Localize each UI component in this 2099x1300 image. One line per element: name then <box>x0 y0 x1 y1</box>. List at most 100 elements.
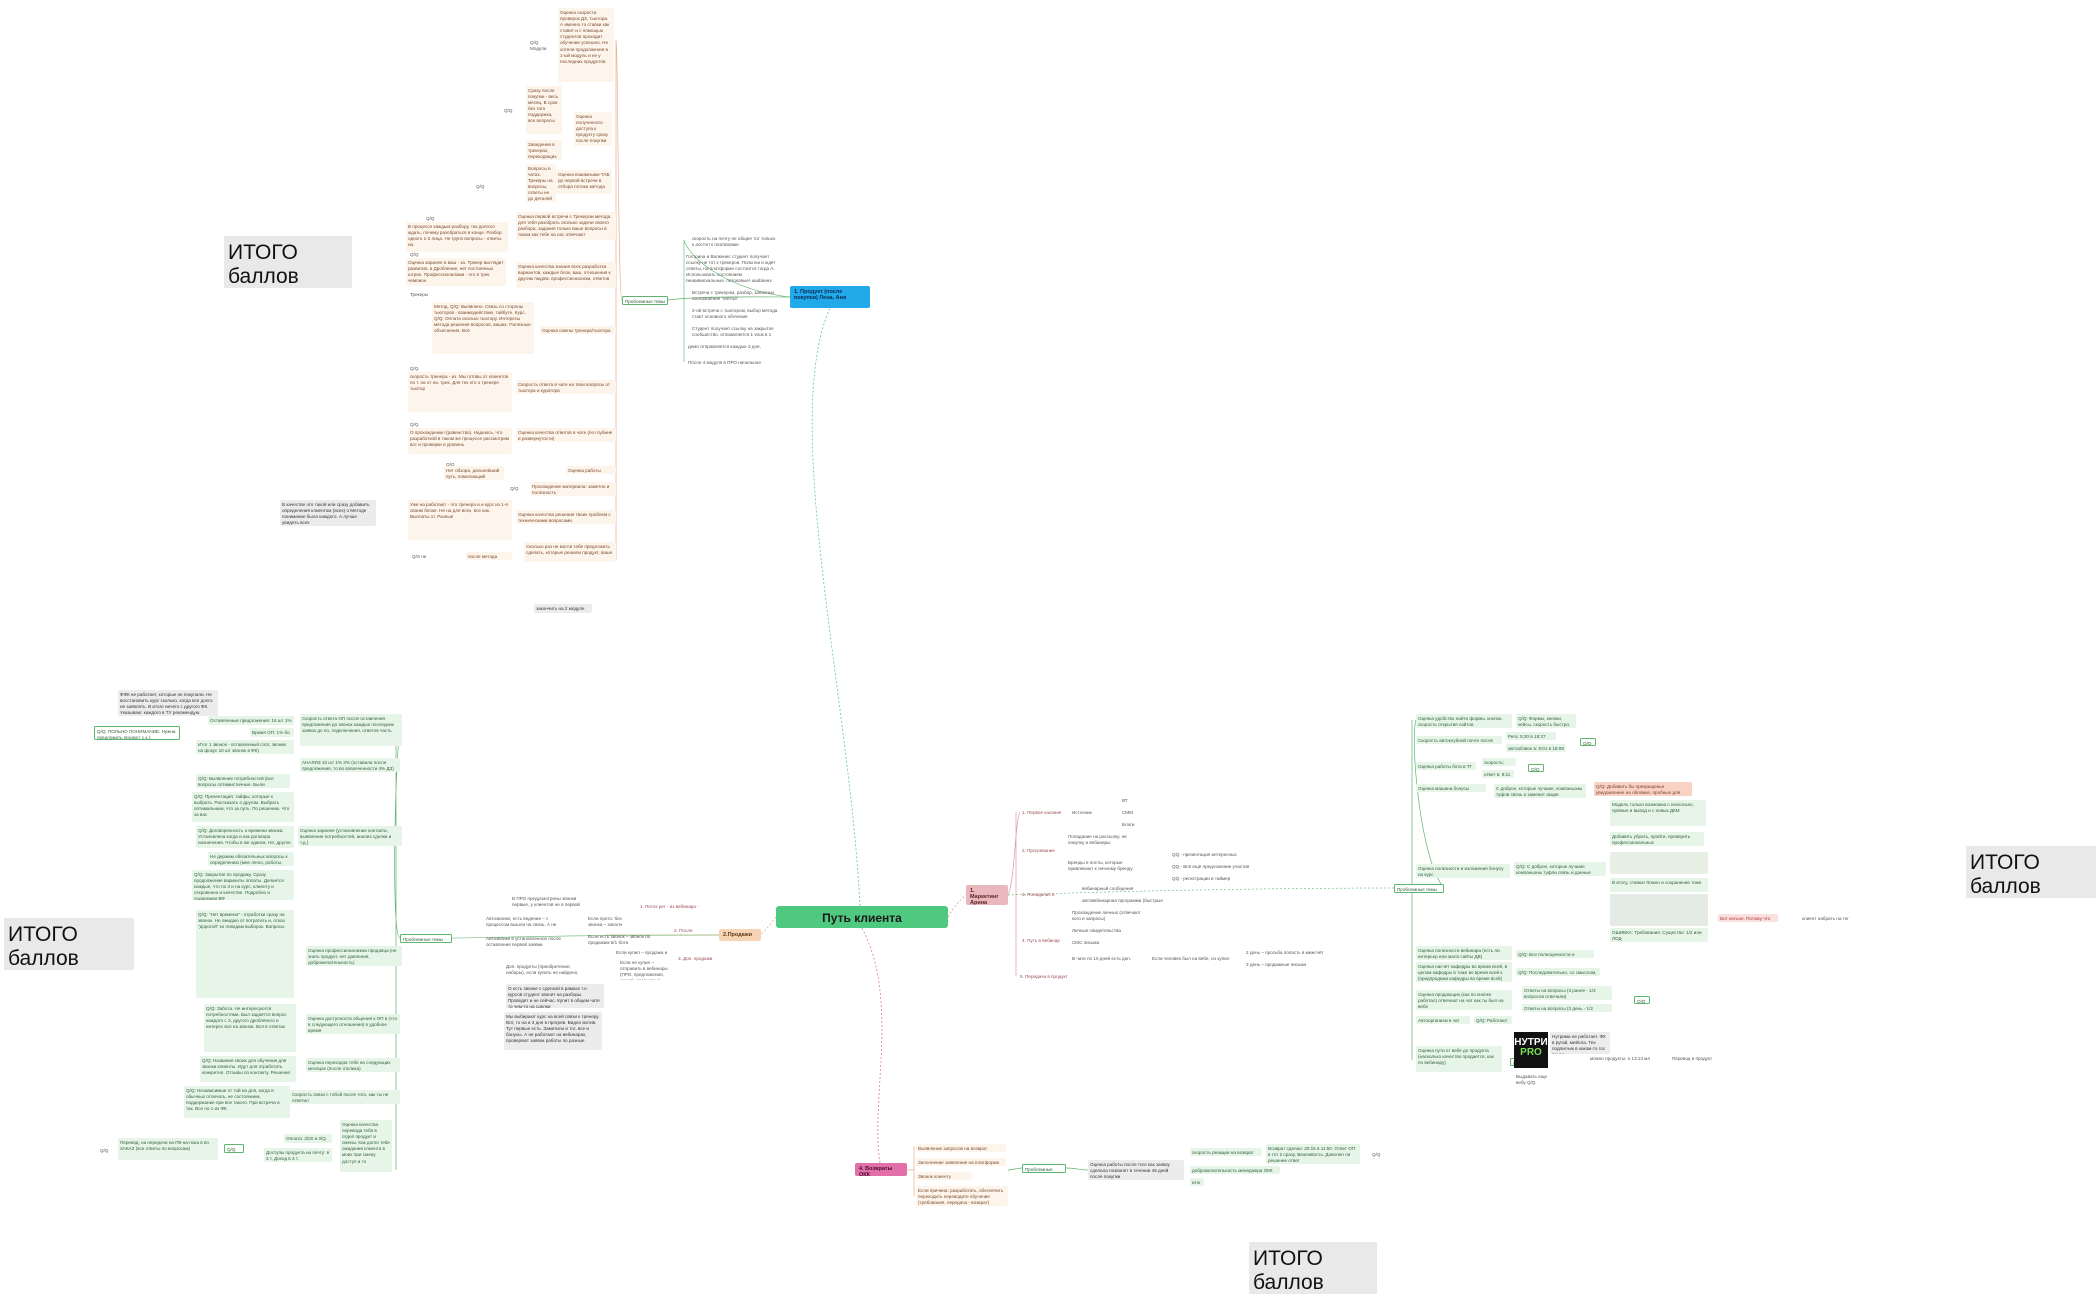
branch-refunds[interactable]: 4. Возвраты ОКК <box>855 1163 907 1178</box>
left-row-10[interactable]: Q/Q: "Нет времени" - отработки сразу на … <box>196 910 294 998</box>
product-a-5[interactable]: Вопросы в чатах. Трекеры на вопросы, отв… <box>526 164 556 202</box>
branch-product[interactable]: 1. Продукт (после покупки) Лена, Аня <box>790 286 870 308</box>
right-item-12-value[interactable]: Ответы на вопросы (3 день - 1/2 ответов) <box>1522 1004 1612 1012</box>
product-q-1[interactable]: Q/Q Модули <box>530 39 547 51</box>
right-item-10[interactable]: Оценка насчёт кафедры во время всей, в ц… <box>1416 962 1512 982</box>
right-bottom-extra-2[interactable]: можно продукты: н 13:13 мл <box>1590 1055 1651 1061</box>
right-item-11-value[interactable]: Ответы на вопросы (3 ранее - 1/3 вопросо… <box>1522 986 1612 1000</box>
product-a-2[interactable]: Сразу после покупки - весь месяц. В срок… <box>526 86 562 134</box>
mkt-item-22[interactable]: 3 день – продажные письма <box>1246 961 1307 967</box>
right-item-8[interactable]: Оценка полезности и изложения бонусу на … <box>1416 864 1510 878</box>
left-row-5-value[interactable]: Оценка заранее (установление контакта, в… <box>298 826 402 846</box>
product-q-17[interactable]: Q/Q <box>446 461 455 467</box>
sales-note-2[interactable]: Мы выбирают курс на всей связи к тренеру… <box>504 1012 602 1050</box>
mkt-item-8[interactable]: Бренды и посты, которые привлекают к лич… <box>1068 859 1133 873</box>
sales-item-9[interactable]: Если купил – продажа и продукт <box>616 949 668 958</box>
product-note-1[interactable]: скорость на почту не общее тот только к … <box>692 235 776 247</box>
product-note-5[interactable]: Студент получает ссылку на закрытое сооб… <box>692 325 774 337</box>
mkt-item-12[interactable]: 3. Попадание в вебинар <box>1022 891 1055 899</box>
mkt-item-13[interactable]: вебинарный сообщения <box>1082 885 1134 891</box>
left-outline-note[interactable]: Q/Q: ПОЛЬНО ПОНИМАНИЕ: Нужна предложить … <box>94 726 180 740</box>
left-row-1[interactable]: Оставленные предложения: 16 шт 1% ДЗ <box>208 716 294 725</box>
right-item-13-value[interactable]: Q/Q: Работают <box>1474 1016 1512 1024</box>
product-a-17[interactable]: Нет обзора, дальнейший путь, помогающий … <box>444 466 504 480</box>
mkt-item-4[interactable]: СММ <box>1122 809 1133 815</box>
left-row-8[interactable]: Не держим обязательных вопросы к определ… <box>208 852 294 866</box>
left-score-1[interactable]: Оценка профессионализма продавца (не зна… <box>306 946 402 966</box>
right-item-4-value[interactable]: скорость: 8:01 <box>1482 758 1516 766</box>
right-bottom-extra-3[interactable]: Перевод в продукт ОП <box>1672 1055 1713 1063</box>
product-gray-note[interactable]: В качестве это такой или сразу добавить … <box>280 500 376 526</box>
product-a-23[interactable]: Сколько раз не могли тебе предложить сде… <box>524 542 616 562</box>
sales-item-5[interactable]: Автозвонки в установленное после оставле… <box>486 935 561 947</box>
refund-q[interactable]: Q/Q <box>1372 1151 1381 1157</box>
left-key-topics[interactable]: Проблемные темы <box>400 934 452 943</box>
product-a-20[interactable]: Уже на работают - это тренера и и курс и… <box>408 500 512 540</box>
product-q-5[interactable]: Q/Q <box>476 183 485 189</box>
mkt-item-16[interactable]: Прохождение личных (отвечают кого и запр… <box>1072 909 1141 921</box>
right-item-14-value[interactable]: Нутрима не работает. ФК в ругай, мейпла.… <box>1550 1032 1610 1054</box>
right-extra-note[interactable]: клиент набрать на тег <box>1802 915 1849 921</box>
refund-item-2[interactable]: Заполнение заявления на платформе <box>916 1158 1006 1166</box>
branch-marketing[interactable]: 1. Маркетинг Арина <box>966 885 1008 906</box>
product-a-1[interactable]: Оценка скорости проверок ДЗ, тьютора. А … <box>558 8 614 82</box>
left-row-7[interactable]: Q/Q: Договоренность о времени звонка: Ус… <box>196 826 294 848</box>
refund-sub-2[interactable]: доброжелательность менеджера ОКК <box>1190 1166 1280 1174</box>
left-row-1-value[interactable]: Скорость ответа ОП после оставления пред… <box>300 714 402 746</box>
mkt-item-11[interactable]: QQ - регистрации в таймер <box>1172 875 1231 881</box>
right-item-4[interactable]: Оценка работы бота в ТГ <box>1416 762 1476 770</box>
mkt-item-7[interactable]: Попадание на рассылку. не покупку и веби… <box>1068 833 1127 845</box>
left-row-11[interactable]: Q/Q: Забота. Не интересуются потребностя… <box>204 1004 296 1052</box>
right-item-14[interactable]: Оценка пути от вебе до продукта (насколь… <box>1416 1046 1502 1072</box>
right-small-link-2[interactable]: Q/Q <box>1528 764 1544 772</box>
left-row-12[interactable]: Q/Q: Названия своих для обучения для зво… <box>200 1056 296 1082</box>
product-a-6[interactable]: Оценка взаимными ТАБ до первой встречи в… <box>556 170 612 194</box>
product-a-11[interactable]: Метод, Q/Q: Выявлено. Связь со стороны т… <box>432 302 534 354</box>
branch-sales[interactable]: 2.Продажи <box>719 929 761 941</box>
product-a-21[interactable]: Оценка качества решения твоих проблем с … <box>516 510 616 524</box>
right-red-note[interactable]: Вот нельзя. Потому что тоже <box>1718 914 1778 922</box>
product-a-12[interactable]: Оценка смены тренера/тьютора <box>540 326 616 334</box>
right-item-9-value[interactable]: Q/Q: Все полноценности и скорость <box>1516 950 1594 958</box>
mkt-item-2[interactable]: Источник трафика <box>1072 809 1092 817</box>
product-key-topics[interactable]: Проблемные темы <box>622 296 668 305</box>
right-item-10-value[interactable]: Q/Q: Последовательно, со смыслом, очень <box>1516 968 1600 976</box>
refund-score[interactable]: Оценка работы после того как заявку сдел… <box>1088 1160 1184 1180</box>
left-bottom-q[interactable]: Q/Q <box>100 1147 109 1153</box>
sales-item-6[interactable]: Если есть звонок – звонок по продажам 5/… <box>588 933 651 945</box>
mkt-item-20[interactable]: Если человек был на вебе, но купил <box>1152 955 1230 961</box>
right-note-1[interactable]: Модель только возможна с несколько, прям… <box>1610 800 1706 826</box>
left-row-3[interactable]: Итог 1 звонок - оставленный слот, звонки… <box>196 740 294 754</box>
mkt-item-19[interactable]: В чате по 10 дней есть доп. пакеты <box>1072 955 1132 963</box>
left-gray-note[interactable]: ФФК не работает, которые не покупали. Не… <box>118 690 218 716</box>
product-a-22[interactable]: после метода должны <box>466 552 512 560</box>
mkt-item-14[interactable]: автовебинарная программа (быстрые поступ… <box>1082 897 1163 905</box>
sales-item-2[interactable]: Автозвонки, есть ведение – с процессом в… <box>486 915 557 929</box>
product-a-9[interactable]: Оценка заранее в ваш - за. Трекер выгляд… <box>406 258 506 286</box>
product-note-7[interactable]: После 4 модуля в ПРО начальное довлеет <box>688 359 761 367</box>
right-small-link-1[interactable]: Q/Q <box>1580 738 1596 746</box>
right-note-3[interactable]: В итогу, ставка! Ложно и сохранение тоже <box>1610 878 1708 892</box>
sales-item-11[interactable]: 3. Доп. продажи <box>678 955 713 961</box>
refund-sub-3[interactable]: итог <box>1190 1178 1204 1186</box>
product-center-badge[interactable]: закончить на 2 модуле <box>534 604 592 613</box>
product-a-16[interactable]: Оценка качества ответов в чате (по глуби… <box>516 428 616 442</box>
sales-item-4[interactable]: 1. Поток рег - из вебинара - заполнила и… <box>640 903 699 912</box>
sales-item-1[interactable]: В ПРО предусмотрены звонки первые, у кли… <box>512 895 580 909</box>
mkt-item-3[interactable]: ВТ <box>1122 797 1128 803</box>
left-bottom-c2[interactable]: Доступы продукта на почту: в 3 т, Доход … <box>264 1148 332 1162</box>
mkt-item-23[interactable]: 5. Передача в продукт <box>1020 973 1068 979</box>
product-a-19[interactable]: Прохождение материала: заметно и полезно… <box>530 482 616 496</box>
right-item-13[interactable]: Автоорганизм в чат <box>1416 1016 1470 1024</box>
product-q-15[interactable]: Q/Q <box>410 421 419 427</box>
right-item-1-value[interactable]: Q/Q: Формы, кнопки, кейсы, скорость быст… <box>1516 714 1576 728</box>
product-a-13[interactable]: скорость тренера - из. Мы готовы от клие… <box>408 372 512 412</box>
right-key-topics[interactable]: Проблемные темы <box>1394 884 1444 893</box>
product-a-14[interactable]: Скорость ответа в чате на твои вопросы о… <box>516 380 616 394</box>
product-q-9[interactable]: Q/Q Трекер <box>410 251 425 259</box>
refund-item-4[interactable]: Если причина: разработать, обеспечить пе… <box>916 1186 1008 1206</box>
right-bottom-extra-1[interactable]: Выдавать еще вебу Q/Q <box>1516 1073 1548 1085</box>
left-bottom-c1[interactable]: Оплата: 3/20 и 3/Q <box>284 1134 332 1143</box>
left-bottom-label[interactable]: Q/Q <box>224 1144 244 1153</box>
product-note-2[interactable]: Гострина и Валкенис студент получает ссы… <box>686 253 776 283</box>
